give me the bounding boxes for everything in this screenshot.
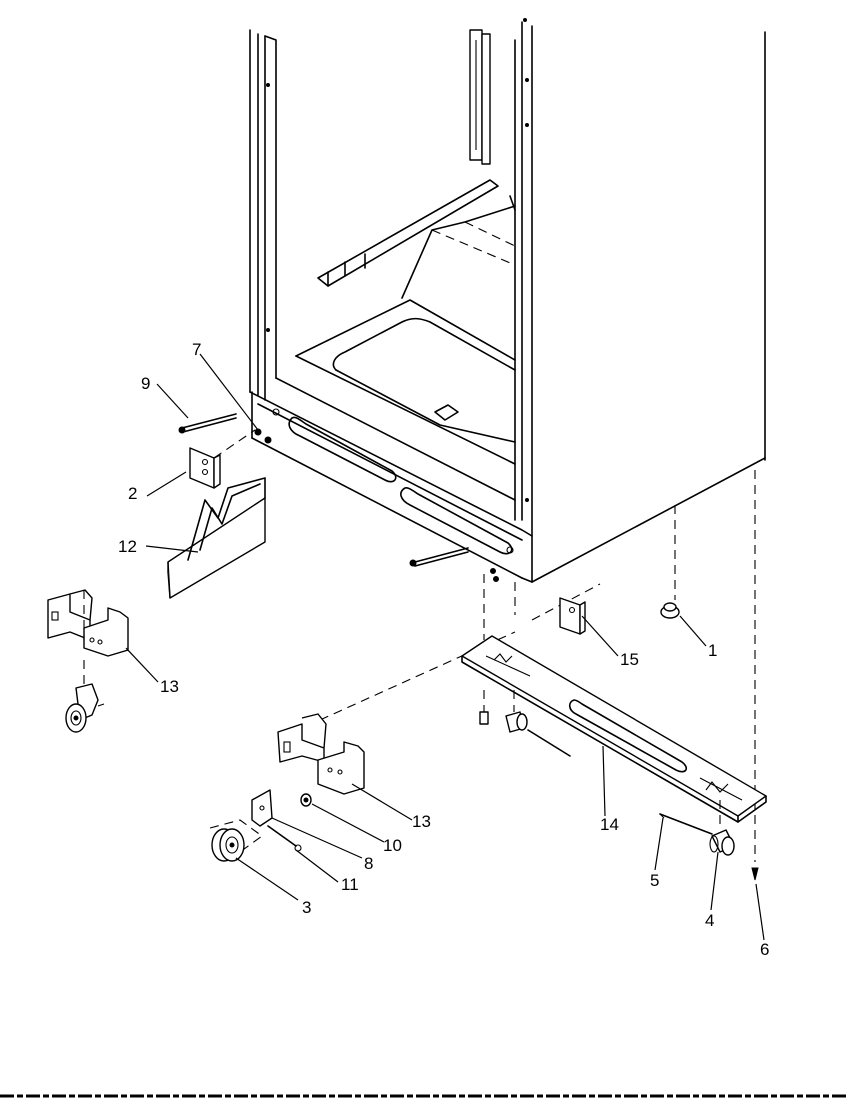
rail-screw: [409, 547, 499, 582]
leader-lines: [125, 353, 765, 941]
callout-9: 9: [141, 374, 150, 393]
bracket-part-2: [189, 429, 256, 489]
callout-13-left: 13: [160, 677, 179, 696]
callout-1: 1: [708, 641, 717, 660]
callout-14: 14: [600, 815, 619, 834]
panel-part-12: [167, 477, 266, 599]
screw-part-9: [178, 413, 237, 434]
caster-left: [65, 683, 105, 733]
roller-part-4: [709, 829, 735, 856]
hinge-bracket-left: [47, 589, 129, 690]
callout-6: 6: [760, 940, 769, 959]
cabinet: [249, 18, 766, 583]
roller-under-plate: [505, 711, 571, 757]
callout-7: 7: [192, 340, 201, 359]
toe-plate-part-14: [461, 574, 767, 830]
caster-part-3: [209, 819, 263, 862]
callout-labels: 1 2 3 4 5 6 7 8 9 10 11 12 13 13 14 15: [118, 340, 769, 959]
pin-part-5: [659, 813, 713, 835]
bracket-part-15: [531, 583, 601, 635]
callout-10: 10: [383, 836, 402, 855]
pivot-part-8: [251, 789, 273, 827]
hinge-bracket-center: [277, 631, 516, 795]
nut-part-10: [300, 793, 312, 807]
rod-part-6: [751, 470, 759, 881]
callout-3: 3: [302, 898, 311, 917]
nuts-part-7: [254, 428, 272, 444]
callout-13-center: 13: [412, 812, 431, 831]
callout-4: 4: [705, 911, 714, 930]
callout-11: 11: [341, 875, 359, 894]
callout-8: 8: [364, 854, 373, 873]
callout-5: 5: [650, 871, 659, 890]
callout-12: 12: [118, 537, 137, 556]
pin-part-11: [267, 825, 302, 852]
callout-2: 2: [128, 484, 137, 503]
leveler-part-1: [660, 505, 680, 619]
screw-under-plate: [479, 711, 489, 725]
callout-15: 15: [620, 650, 639, 669]
